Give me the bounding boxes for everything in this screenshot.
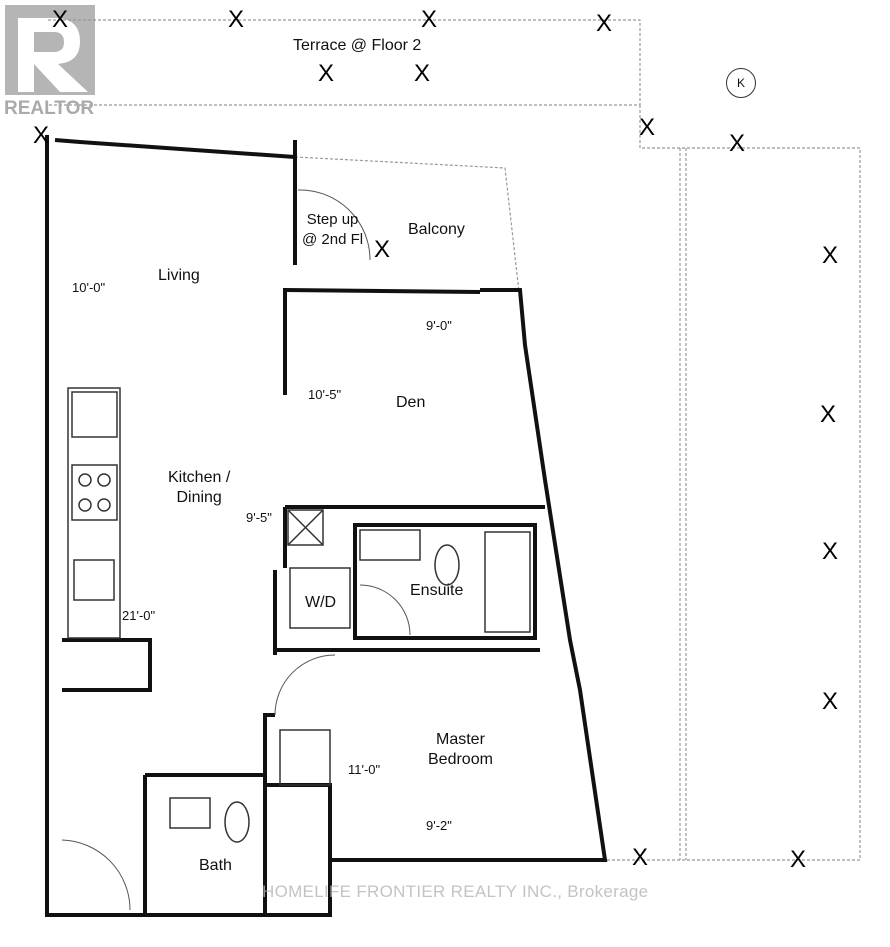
x-marker: X <box>822 538 839 565</box>
room-kitchen-dining: Kitchen / Dining <box>168 469 231 506</box>
room-den: Den <box>396 394 426 411</box>
kitchen-icon: K <box>726 68 756 98</box>
x-marker: X <box>33 122 50 149</box>
terrace-outline <box>48 19 861 861</box>
dim-kitchen-width: 9'-5" <box>246 510 272 525</box>
realtor-logo <box>5 5 95 95</box>
room-bath: Bath <box>199 857 232 874</box>
x-marker: X <box>820 401 837 428</box>
x-marker: X <box>374 236 391 263</box>
dim-master-length: 11'-0" <box>348 762 381 777</box>
kitchen-counter <box>67 387 531 843</box>
room-master-bedroom: Master Bedroom <box>428 731 493 768</box>
x-marker: X <box>318 60 335 87</box>
x-marker: X <box>414 60 431 87</box>
x-marker: X <box>632 844 649 871</box>
room-step-up: Step up @ 2nd Fl <box>302 211 364 248</box>
dim-master-width: 9'-2" <box>426 818 452 833</box>
doors <box>61 189 411 911</box>
dim-kitchen-length: 21'-0" <box>122 608 156 623</box>
x-marker: X <box>729 130 746 157</box>
room-balcony: Balcony <box>408 221 465 238</box>
x-marker: X <box>52 6 69 33</box>
x-marker: X <box>421 6 438 33</box>
x-marker: X <box>639 114 656 141</box>
dim-den-length: 10'-5" <box>308 387 342 402</box>
realtor-logo-text: REALTOR <box>4 98 95 119</box>
x-marker: X <box>228 6 245 33</box>
room-living: Living <box>158 267 200 284</box>
room-ensuite: Ensuite <box>410 582 464 599</box>
terrace-label: Terrace @ Floor 2 <box>293 37 422 54</box>
dim-living: 10'-0" <box>72 280 106 295</box>
x-marker: X <box>822 242 839 269</box>
x-marker: X <box>790 846 807 873</box>
dim-den-width: 9'-0" <box>426 318 452 333</box>
x-marker: X <box>596 10 613 37</box>
brokerage-watermark: HOMELIFE FRONTIER REALTY INC., Brokerage <box>262 882 649 901</box>
room-wd: W/D <box>305 594 337 611</box>
walls <box>45 135 608 917</box>
x-marker: X <box>822 688 839 715</box>
